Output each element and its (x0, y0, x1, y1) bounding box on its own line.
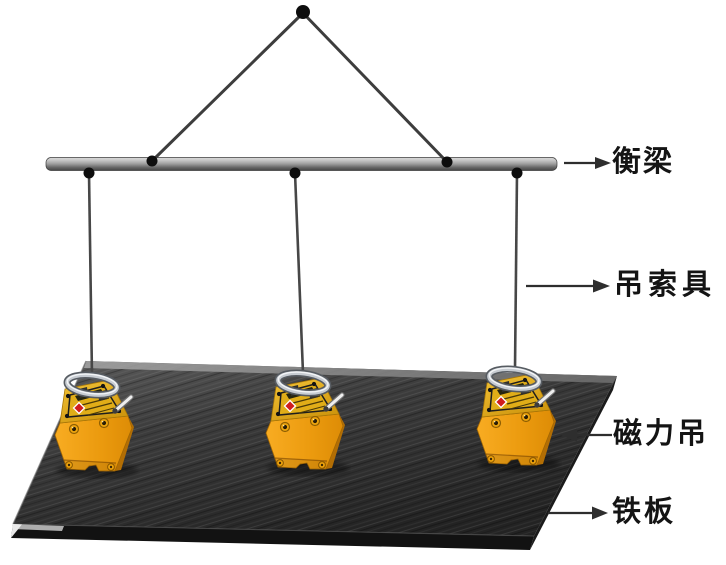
beam-arrow-head (595, 157, 611, 169)
magnetic-lifter-label: 磁力吊 (613, 418, 710, 450)
sling-line-left (87, 172, 94, 377)
hang-dot-right (511, 167, 523, 179)
spreader-beam (45, 157, 558, 171)
callout-arrows (526, 157, 612, 520)
sling-line-right (513, 172, 519, 370)
sling-arrow-head (593, 279, 610, 293)
plate-top-bevel (84, 361, 617, 383)
beam-attach-dot-left (146, 155, 158, 167)
plate-front-crease (12, 523, 535, 537)
lifter-arrow-head (560, 428, 577, 442)
plate-corner-highlight (12, 524, 64, 531)
hang-dot-left (83, 167, 95, 179)
beam-label: 衡梁 (612, 146, 675, 178)
sling-triangle (146, 5, 453, 168)
sling-leg-left (150, 11, 305, 163)
plate-corner-glint (11, 524, 22, 538)
plate-arrow-head (592, 506, 608, 520)
plate-front-face (11, 524, 534, 550)
vertical-slings (83, 167, 523, 377)
plate-right-face (530, 376, 617, 550)
sling-label: 吊索具 (614, 269, 717, 301)
hook-point-dot (296, 5, 310, 19)
beam-attach-dot-right (441, 156, 453, 168)
sling-leg-right (301, 11, 449, 164)
sling-line-middle (293, 172, 305, 374)
iron-plate-label: 铁板 (612, 496, 677, 528)
hang-dot-middle (289, 167, 301, 179)
